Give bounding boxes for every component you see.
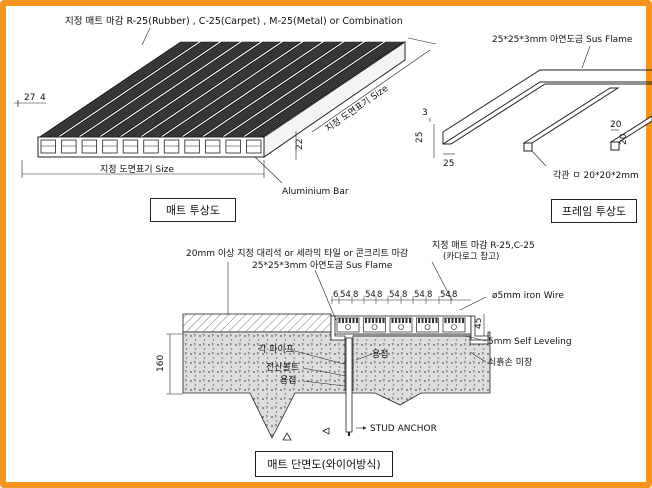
catalog-note: (카다로그 참고) xyxy=(443,252,499,262)
wire-bolt-label: 전산볼트 xyxy=(266,362,299,373)
frame-perspective: 3 25 25 20 20 25*25*3mm 아연도금 Sus Flame 각… xyxy=(415,34,652,181)
plaster-label: 쇠흙손 미장 xyxy=(488,356,532,368)
leveling-label: 5mm Self Leveling xyxy=(488,337,572,347)
aluminium-box xyxy=(225,139,241,154)
wire-label: ø5mm iron Wire xyxy=(492,291,564,301)
aluminium-box xyxy=(81,139,98,154)
weld-label-b: 용접 xyxy=(372,348,389,360)
dim-25-b-label: 25 xyxy=(443,159,454,169)
pitch-label: 54 xyxy=(365,290,376,300)
dim-25-a-label: 25 xyxy=(415,132,425,143)
dim-160-label: 160 xyxy=(156,355,166,372)
dim-45-label: 45 xyxy=(474,318,484,329)
dim-4-label: 4 xyxy=(40,93,46,103)
mat-perspective-caption: 매트 투상도 xyxy=(150,198,236,222)
weld-label-a: 용접 xyxy=(280,374,297,386)
pitch-label: 54 xyxy=(440,290,451,300)
aluminium-box xyxy=(122,139,139,154)
aluminium-box xyxy=(61,139,77,154)
aluminium-box xyxy=(184,139,200,154)
square-pipe-label: 각관 ㅁ 20*20*2mm xyxy=(553,169,639,181)
steel-frame-label: 25*25*3mm 아연도금 Sus Flame xyxy=(492,34,633,45)
dim-3-label: 3 xyxy=(422,108,428,118)
stud-anchor-label: STUD ANCHOR xyxy=(370,424,437,434)
aluminium-box xyxy=(143,139,159,154)
frame-label: 25*25*3mm 아연도금 Sus Flame xyxy=(252,260,393,271)
pitch-label: 54 xyxy=(389,290,400,300)
dim-20-a-label: 20 xyxy=(610,120,622,130)
mat-spec-label: 지정 매트 마감 R-25(Rubber) , C-25(Carpet) , M… xyxy=(65,15,403,27)
frame-perspective-caption: 프레임 투상도 xyxy=(551,199,637,223)
pitch-label: 8 xyxy=(427,290,432,300)
size-label-bottom: 지정 도면표기 Size xyxy=(100,164,174,175)
mat-perspective: 27 4 22 지정 도면표기 Size 지정 도면표기 Size 지정 매트 … xyxy=(14,15,437,197)
mat-spec-section-label: 지정 매트 마감 R-25,C-25 xyxy=(432,239,535,251)
aluminium-bar-label: Aluminium Bar xyxy=(282,187,349,197)
finish-label: 20mm 이상 지정 대리석 or 세라믹 타일 or 콘크리트 마감 xyxy=(186,247,408,259)
aluminium-box xyxy=(40,139,56,154)
aluminium-boxes xyxy=(40,139,262,154)
mat-strips xyxy=(38,41,406,138)
dim-27-label: 27 xyxy=(24,93,35,103)
dim-20-b-label: 20 xyxy=(619,133,629,145)
dim-22-label: 22 xyxy=(295,139,305,150)
pitch-label: 54 xyxy=(414,290,425,300)
mat-section-cells xyxy=(336,317,466,333)
pitch-label: 8 xyxy=(402,290,407,300)
pitch-label: 8 xyxy=(452,290,457,300)
aluminium-box xyxy=(163,139,180,154)
pitch-label: 8 xyxy=(353,290,358,300)
aluminium-box xyxy=(246,139,262,154)
pitch-label: 6 xyxy=(333,290,338,300)
aluminium-box xyxy=(102,139,118,154)
aluminium-box xyxy=(204,139,221,154)
pitch-label: 54 xyxy=(340,290,351,300)
pitch-label: 8 xyxy=(377,290,382,300)
pipe-label: 각 파이프 xyxy=(258,343,294,355)
section-caption: 매트 단면도(와이어방식) xyxy=(255,451,393,477)
